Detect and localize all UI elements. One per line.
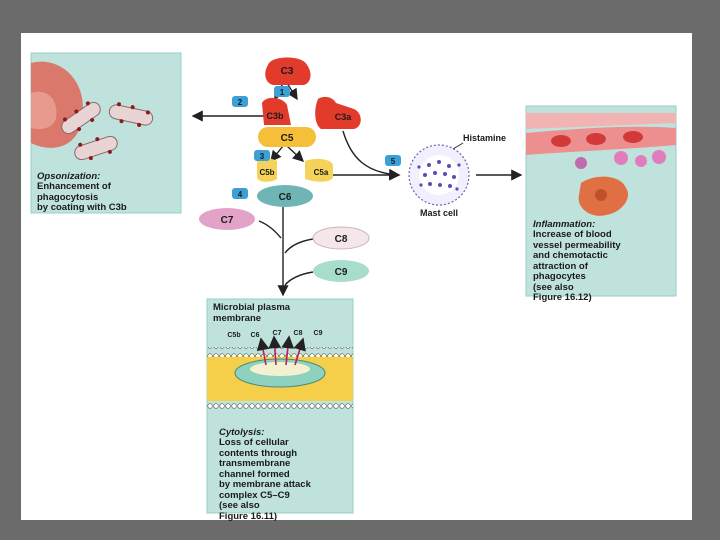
opsonization-panel xyxy=(30,52,182,214)
cytolysis-caption: Cytolysis:Loss of cellular contents thro… xyxy=(219,417,351,522)
complex-label-c8: C8 xyxy=(294,330,303,337)
protein-c5b xyxy=(257,158,277,182)
opsonization-text: Enhancement of phagocytosis by coating w… xyxy=(37,181,127,213)
label-c3b: C3b xyxy=(266,111,284,121)
opsonization-caption: Opsonization:Enhancement of phagocytosis… xyxy=(37,161,177,214)
label-c7: C7 xyxy=(221,215,234,226)
mast-cell xyxy=(408,142,470,206)
step-5: 5 xyxy=(391,157,396,166)
protein-c3b xyxy=(262,97,291,125)
cytolysis-text: Loss of cellular contents through transm… xyxy=(219,437,311,522)
complex-label-c7: C7 xyxy=(273,330,282,337)
label-c5a: C5a xyxy=(314,168,329,177)
inflammation-text: Increase of blood vessel permeability an… xyxy=(533,229,621,303)
inflammation-panel xyxy=(525,105,677,297)
protein-c5 xyxy=(258,127,316,147)
bacterium xyxy=(74,135,118,161)
bacterium xyxy=(61,101,101,135)
step-1: 1 xyxy=(280,88,285,97)
step-badges xyxy=(232,86,401,199)
protein-c3a xyxy=(315,96,361,129)
step-4: 4 xyxy=(238,190,243,199)
step-3: 3 xyxy=(260,152,265,161)
label-c9: C9 xyxy=(335,267,348,278)
complex-label-c5b: C5b xyxy=(227,332,240,339)
complex-label-c9: C9 xyxy=(314,330,323,337)
inflammation-caption: Inflammation:Increase of blood vessel pe… xyxy=(533,209,673,304)
complex-label-c6: C6 xyxy=(251,332,260,339)
protein-c8 xyxy=(312,226,370,250)
protein-c7 xyxy=(199,208,255,230)
step-2: 2 xyxy=(238,98,243,107)
label-c8: C8 xyxy=(335,234,348,245)
bacterium xyxy=(108,102,154,127)
protein-c5a xyxy=(305,158,333,182)
label-c3a: C3a xyxy=(335,112,353,122)
flow-arrows xyxy=(191,82,523,297)
label-c6: C6 xyxy=(279,192,292,203)
protein-c6 xyxy=(257,185,313,207)
cytolysis-header: Microbial plasma membrane xyxy=(213,302,291,324)
protein-c9 xyxy=(313,260,369,282)
inflammation-title: Inflammation: xyxy=(533,218,596,230)
label-c5b: C5b xyxy=(259,168,274,177)
cytolysis-title: Cytolysis: xyxy=(219,426,265,438)
label-c5: C5 xyxy=(281,133,294,144)
opsonization-title: Opsonization: xyxy=(37,170,101,182)
label-c3: C3 xyxy=(281,66,294,77)
histamine-label: Histamine xyxy=(463,133,506,143)
slide: C3 C3b C3a C5 C5b C5a C6 C7 C8 C9 1 2 3 … xyxy=(21,33,692,522)
mast-cell-label: Mast cell xyxy=(420,208,458,218)
cytolysis-panel xyxy=(206,298,354,514)
protein-c3 xyxy=(265,57,311,85)
complement-diagram: C3 C3b C3a C5 C5b C5a C6 C7 C8 C9 1 2 3 … xyxy=(30,52,677,514)
